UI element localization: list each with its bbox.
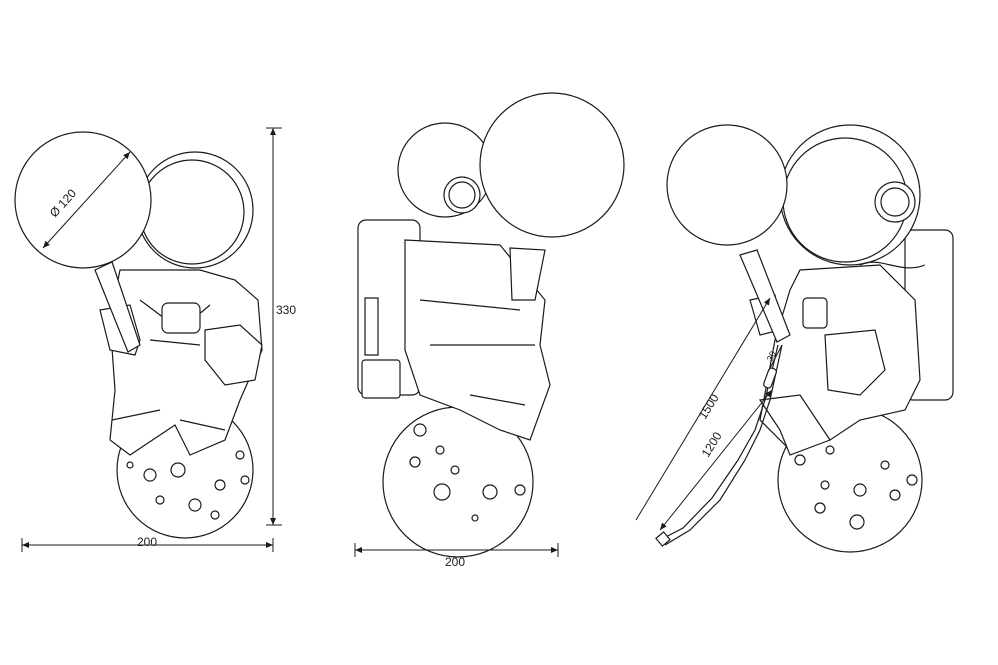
side-view: 200 xyxy=(354,92,625,569)
lamp-stem xyxy=(739,249,791,343)
moon-craters xyxy=(794,445,918,530)
cable-plug xyxy=(655,531,671,547)
chest-panel xyxy=(802,297,828,329)
backpack-panel xyxy=(361,359,401,399)
astronaut-body xyxy=(109,269,263,456)
cable-switch xyxy=(763,367,777,389)
chest-panel xyxy=(161,302,201,334)
lamp-stem xyxy=(509,247,546,301)
visor xyxy=(139,159,245,265)
lamp-stem xyxy=(94,261,141,353)
front-view: Ø 120 330 200 xyxy=(14,127,296,552)
switch-offset-label: 30 xyxy=(765,350,778,363)
cable-label: 1200 xyxy=(699,429,725,459)
height-label: 330 xyxy=(276,303,296,317)
width-label: 200 xyxy=(137,535,157,549)
angled-view: 1500 1200 30 xyxy=(635,124,954,553)
cable-total-label: 1500 xyxy=(696,391,722,421)
lamp-globe xyxy=(14,131,152,269)
switch-offset-dimension xyxy=(767,344,783,373)
lamp-globe xyxy=(479,92,625,238)
moon-craters xyxy=(409,423,526,522)
right-glove xyxy=(204,324,263,386)
cable-dimension xyxy=(659,389,773,531)
width-label: 200 xyxy=(445,555,465,569)
moon-craters xyxy=(126,450,250,520)
lamp-globe xyxy=(666,124,788,246)
air-hose xyxy=(859,261,926,269)
diameter-dimension xyxy=(42,151,131,249)
boot xyxy=(758,394,831,456)
right-glove xyxy=(824,329,886,396)
